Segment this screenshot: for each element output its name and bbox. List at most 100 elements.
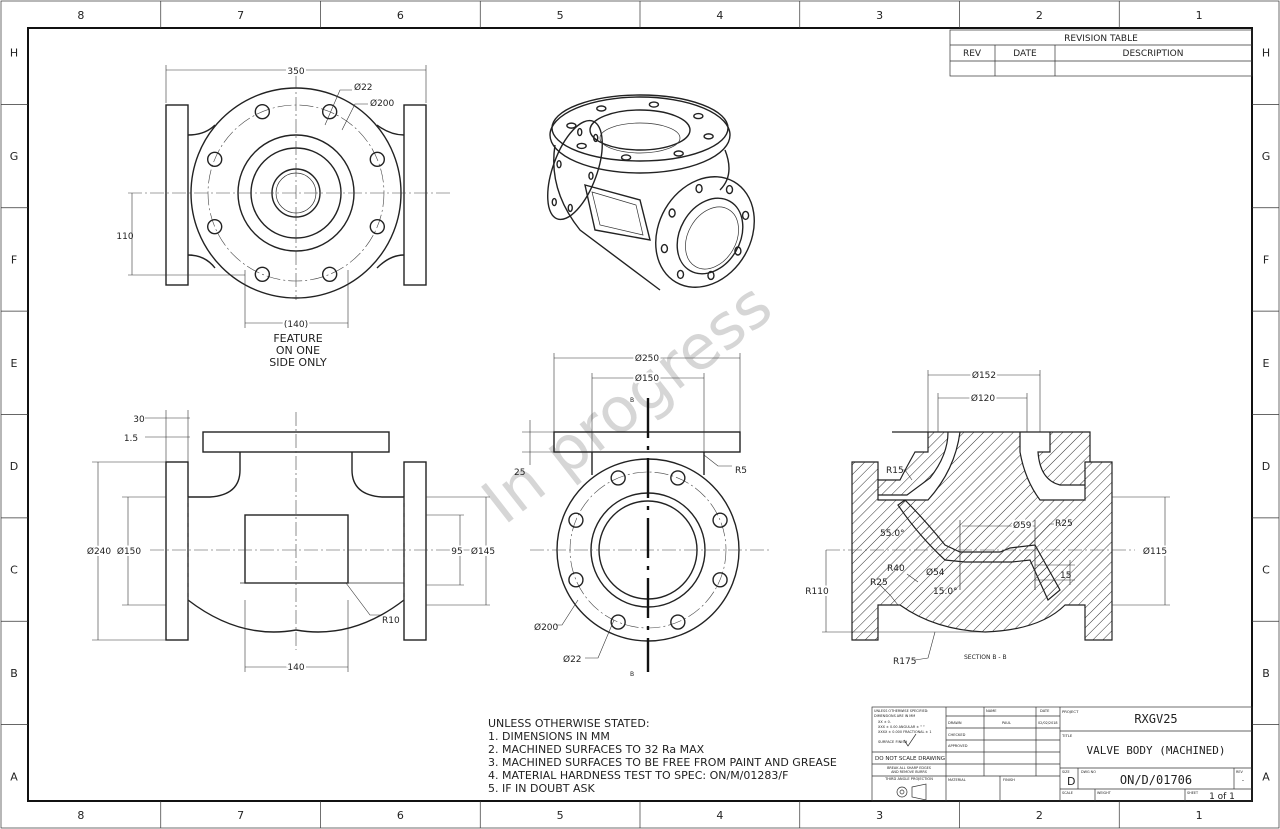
- front-note-line-3: SIDE ONLY: [269, 356, 327, 369]
- revision-value: -: [1242, 777, 1244, 784]
- weight-label: WEIGHT: [1097, 791, 1112, 795]
- zone-row-D-right: D: [1262, 460, 1270, 473]
- section-dim-d54: Ø54: [926, 567, 945, 578]
- end-dim-d200: Ø200: [534, 622, 559, 633]
- note-3: 3. MACHINED SURFACES TO BE FREE FROM PAI…: [488, 756, 837, 769]
- general-notes: UNLESS OTHERWISE STATED: 1. DIMENSIONS I…: [488, 717, 837, 795]
- sheet-size: D: [1067, 775, 1075, 788]
- bolt-hole: [670, 614, 686, 630]
- section-dim-15deg: 15.0°: [933, 587, 958, 597]
- end-dim-d22: Ø22: [563, 654, 582, 665]
- zone-row-F-right: F: [1263, 253, 1269, 266]
- break-edges-2: AND REMOVE BURRS: [891, 770, 927, 774]
- bolt-hole: [670, 470, 686, 486]
- notes-title: UNLESS OTHERWISE STATED:: [488, 717, 650, 730]
- sheet-number: 1 of 1: [1209, 792, 1235, 802]
- side-dim-1-5: 1.5: [124, 434, 138, 444]
- isometric-view: [547, 94, 755, 291]
- bolt-hole: [566, 122, 577, 129]
- zone-row-G-left: G: [10, 150, 19, 163]
- zone-row-D-left: D: [10, 460, 18, 473]
- surface-finish-icon: [903, 733, 917, 747]
- bolt-hole: [703, 133, 714, 140]
- drawing-title: VALVE BODY (MACHINED): [1086, 744, 1225, 757]
- end-dim-r5: R5: [735, 466, 747, 476]
- bolt-hole: [577, 127, 583, 137]
- drawing-number: ON/D/01706: [1120, 773, 1192, 787]
- section-dim-15: 15: [1060, 571, 1071, 581]
- bolt-hole: [567, 203, 573, 213]
- bolt-hole: [369, 218, 386, 235]
- dwg-no-label: DWG NO: [1081, 770, 1096, 774]
- title-block: UNLESS OTHERWISE SPECIFIED: DIMENSIONS A…: [871, 706, 1253, 802]
- do-not-scale: DO NOT SCALE DRAWING: [875, 756, 945, 762]
- zone-row-G-right: G: [1262, 150, 1271, 163]
- bolt-hole: [551, 197, 557, 207]
- bolt-hole: [254, 103, 271, 120]
- spec-line-1: UNLESS OTHERWISE SPECIFIED:: [874, 709, 928, 713]
- end-view: B B Ø250 Ø150 25 R5 Ø200 Ø22: [514, 351, 770, 678]
- revision-header-description: DESCRIPTION: [1123, 49, 1184, 59]
- bolt-hole: [660, 243, 669, 254]
- note-1: 1. DIMENSIONS IN MM: [488, 730, 610, 743]
- project-label: PROJECT: [1062, 709, 1079, 714]
- side-dim-d240: Ø240: [87, 546, 112, 557]
- bolt-hole: [673, 150, 684, 157]
- rev-label: REV: [1236, 770, 1243, 774]
- bolt-hole: [576, 142, 587, 150]
- zone-col-1-bottom: 1: [1196, 809, 1203, 822]
- finish-label: FINISH: [1003, 778, 1015, 782]
- zone-col-5-bottom: 5: [557, 809, 564, 822]
- bolt-hole: [610, 470, 626, 486]
- section-dim-d120: Ø120: [971, 393, 996, 404]
- front-view: 350 Ø22 Ø200 110 (140) FEATURE ON ONE SI…: [116, 65, 450, 369]
- bolt-hole: [676, 269, 685, 280]
- col-name: NAME: [986, 709, 997, 713]
- spec-line-2: DIMENSIONS ARE IN MM: [874, 714, 915, 718]
- section-dim-d152: Ø152: [972, 370, 996, 381]
- spec-line-5: XXXX ± 0.000 FRACTIONAL ± 1: [878, 730, 932, 734]
- side-dim-140: 140: [287, 663, 304, 673]
- bolt-hole: [321, 266, 338, 283]
- row-approved: APPROVED: [948, 744, 968, 748]
- zone-col-7-top: 7: [237, 9, 244, 22]
- size-label: SIZE: [1062, 770, 1070, 774]
- bolt-hole: [648, 101, 660, 108]
- bolt-hole: [620, 154, 632, 161]
- front-dim-d22: Ø22: [354, 82, 373, 93]
- bolt-hole: [369, 151, 386, 168]
- bolt-hole: [610, 614, 626, 630]
- revision-header-date: DATE: [1013, 49, 1037, 59]
- title-label: TITLE: [1061, 733, 1073, 738]
- front-dim-140: (140): [284, 320, 308, 330]
- spec-line-3: XX ± 0.: [878, 720, 891, 724]
- zone-col-8-top: 8: [77, 9, 84, 22]
- bolt-hole: [206, 151, 223, 168]
- bolt-hole: [693, 112, 704, 120]
- bolt-hole: [712, 572, 728, 588]
- bolt-hole: [568, 512, 584, 528]
- section-dim-r110: R110: [805, 587, 829, 597]
- section-dim-r15: R15: [886, 466, 904, 476]
- end-dim-d250: Ø250: [635, 353, 660, 364]
- projection-label: THIRD ANGLE PROJECTION: [884, 777, 933, 781]
- third-angle-projection-icon: [896, 783, 927, 801]
- side-dim-d150: Ø150: [117, 546, 142, 557]
- side-view: 30 1.5 Ø240 Ø150 95 Ø145 R10 140: [85, 410, 497, 675]
- zone-col-8-bottom: 8: [77, 809, 84, 822]
- bolt-hole: [668, 208, 676, 218]
- row-drawn: DRAWN: [948, 721, 962, 725]
- break-edges-1: BREAK ALL SHARP EDGES: [887, 766, 931, 770]
- end-dim-25: 25: [514, 468, 525, 478]
- section-dim-r25-top: R25: [1055, 519, 1073, 529]
- section-dim-r40: R40: [887, 564, 905, 574]
- zone-row-E-left: E: [11, 357, 18, 370]
- zone-col-4-bottom: 4: [716, 809, 723, 822]
- side-dim-d145: Ø145: [471, 546, 495, 557]
- bolt-hole: [321, 103, 338, 120]
- end-dim-d150: Ø150: [635, 373, 660, 384]
- note-5: 5. IF IN DOUBT ASK: [488, 782, 595, 795]
- scale-label: SCALE: [1062, 791, 1073, 795]
